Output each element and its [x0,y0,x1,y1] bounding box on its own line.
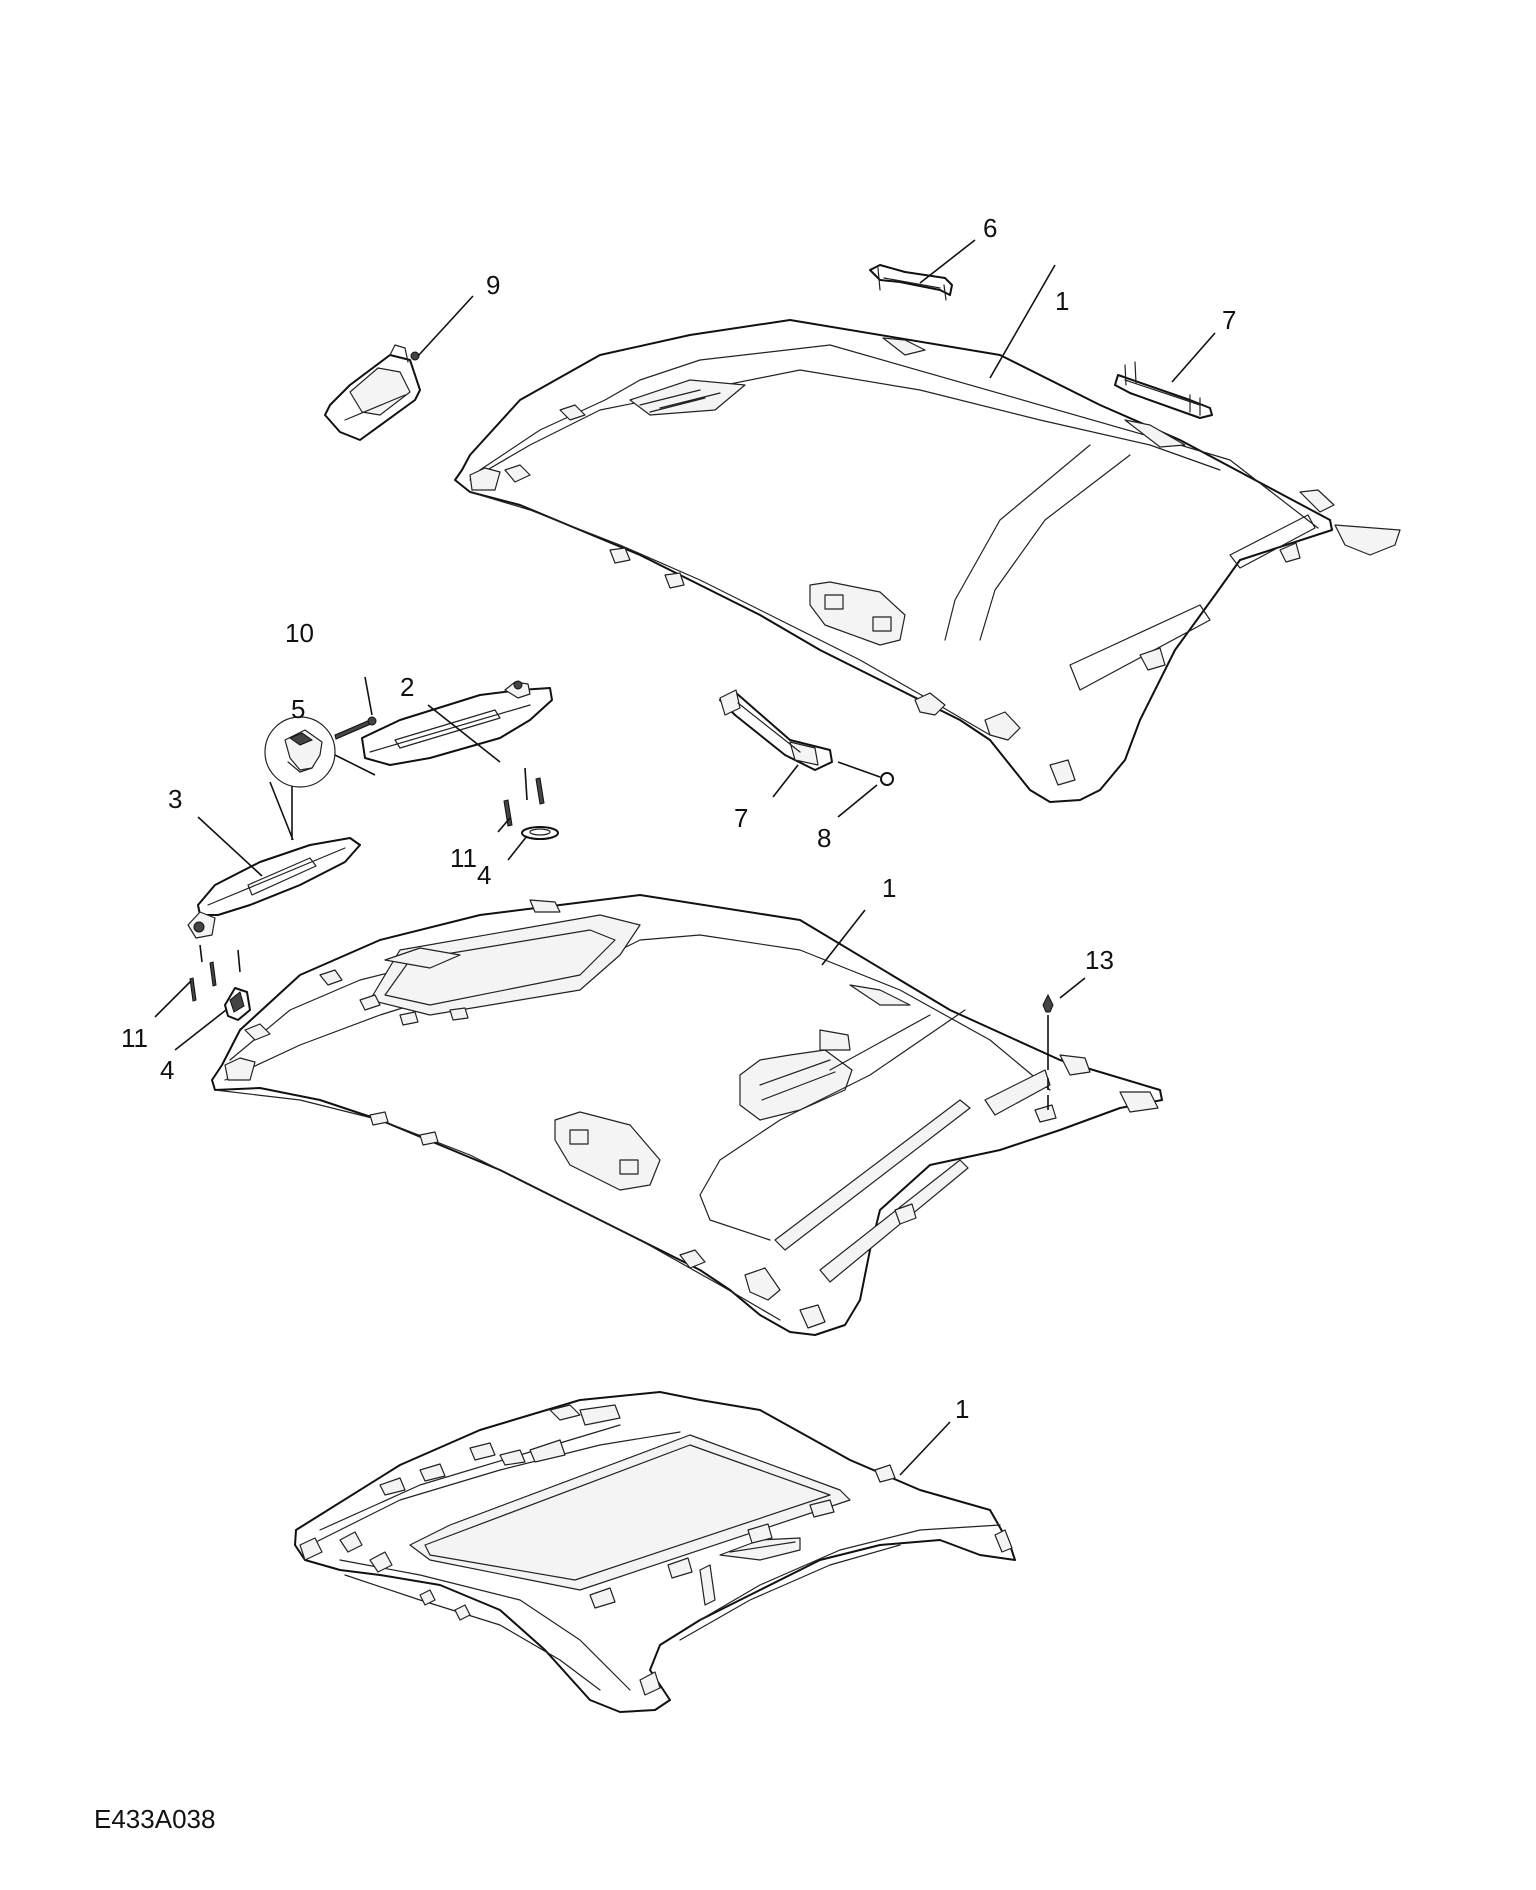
callout-13: 13 [1085,945,1114,975]
visor-clip-part-5 [264,716,376,841]
screw-part-10 [334,716,377,740]
grab-handle-part-7-middle [719,689,833,771]
callout-4-lower: 4 [160,1055,174,1085]
callout-4-upper: 4 [477,860,491,890]
headlining-top [454,319,1401,803]
headlining-middle [211,894,1163,1336]
callout-1-top: 1 [1055,286,1069,316]
headlining-bottom [294,1391,1016,1713]
screw-part-8 [837,761,894,786]
overhead-console-part-9 [324,344,421,441]
grab-handle-part-7-top [1114,361,1213,419]
callout-1-middle: 1 [882,873,896,903]
callout-3: 3 [168,784,182,814]
callout-11-upper: 11 [450,843,477,873]
callout-5: 5 [291,694,305,724]
diagram-reference-code: E433A038 [94,1804,216,1834]
sun-visor-part-3 [187,837,361,939]
callout-11-lower: 11 [121,1023,148,1053]
callout-8: 8 [817,823,831,853]
fastener-part-13 [1042,993,1054,1110]
screw-part-11-lower [189,944,241,1002]
callout-1-bottom: 1 [955,1394,969,1424]
callout-6: 6 [983,213,997,243]
sun-visor-part-2 [361,680,553,766]
callout-7-top: 7 [1222,305,1236,335]
grab-handle-part-6 [869,264,953,301]
screw-part-11-upper [503,767,545,827]
callout-10: 10 [285,618,314,648]
callout-labels: 1 6 7 9 10 5 2 3 11 4 7 8 1 13 11 4 1 [121,213,1236,1424]
callout-9: 9 [486,270,500,300]
visor-clip-part-4-upper [521,826,559,840]
callout-leaders [154,239,1216,1476]
visor-clip-part-4-lower [224,987,251,1021]
callout-7-middle: 7 [734,803,748,833]
callout-2: 2 [400,672,414,702]
